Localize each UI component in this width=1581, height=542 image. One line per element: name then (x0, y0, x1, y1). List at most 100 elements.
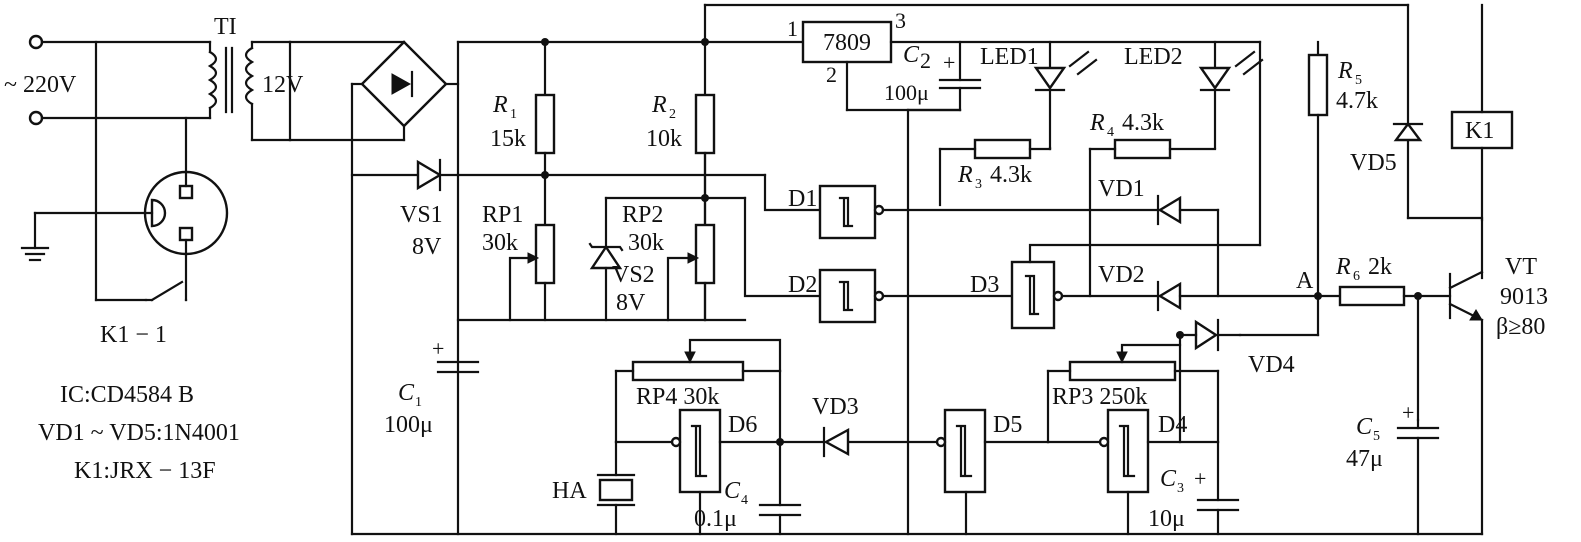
resistor-r6 (1316, 285, 1452, 422)
vd5-label: VD5 (1350, 150, 1397, 176)
note-relay: K1:JRX − 13F (74, 458, 216, 484)
d2-label: D2 (788, 272, 817, 298)
d6-label: D6 (728, 412, 757, 438)
r4-name: R (1089, 110, 1105, 136)
relay-coil-k1 (1406, 3, 1514, 280)
vs2-name: VS2 (612, 262, 655, 288)
r2-name: R (651, 92, 667, 118)
c1-value: 100μ (384, 412, 433, 438)
note-diodes: VD1 ~ VD5:1N4001 (38, 420, 240, 446)
capacitor-c2 (906, 40, 982, 536)
c3-name: C (1160, 466, 1177, 492)
vt-name: VT (1505, 254, 1537, 280)
d4-label: D4 (1158, 412, 1187, 438)
rp1-value: 30k (482, 230, 518, 256)
r6-value: 2k (1368, 254, 1392, 280)
potentiometer-rp4 (614, 338, 782, 507)
rp1-name: RP1 (482, 202, 523, 228)
r1-name: R (492, 92, 508, 118)
r5-sub: 5 (1355, 73, 1362, 88)
c5-sub: 5 (1373, 429, 1380, 444)
note-ic: IC:CD4584 B (60, 382, 194, 408)
led1-label: LED1 (980, 44, 1039, 70)
reg-pin1: 1 (787, 16, 798, 41)
reg-pin3: 3 (895, 8, 906, 33)
gate-d6 (614, 408, 782, 536)
vd4-label: VD4 (1248, 352, 1295, 378)
r2-value: 10k (646, 126, 682, 152)
rp2-name: RP2 (622, 202, 663, 228)
resistor-r5 (1307, 40, 1329, 337)
resistor-r3 (938, 138, 1052, 207)
c5-plus: + (1402, 400, 1414, 425)
d1-label: D1 (788, 186, 817, 212)
resistor-r4 (1088, 138, 1217, 298)
vt-beta: β≥80 (1496, 314, 1545, 340)
r3-sub: 3 (975, 177, 982, 192)
resistor-r2 (694, 93, 716, 227)
transformer (207, 40, 292, 142)
ha-label: HA (552, 478, 587, 504)
led2-label: LED2 (1124, 44, 1183, 70)
c2-plus: + (943, 50, 955, 75)
gate-d3 (1010, 243, 1262, 330)
relay-contact-k1-1 (144, 280, 188, 302)
relay-contact-label: K1 − 1 (100, 322, 167, 348)
rp3-label: RP3 250k (1052, 384, 1147, 410)
r5-name: R (1337, 58, 1353, 84)
diode-vd1 (1156, 194, 1220, 298)
gate-d2 (818, 268, 1014, 324)
d3-label: D3 (970, 272, 999, 298)
vd3-label: VD3 (812, 394, 859, 420)
resistor-r1 (534, 38, 556, 227)
rp4-label: RP4 30k (636, 384, 719, 410)
r4-value: 4.3k (1122, 110, 1164, 136)
c4-value: 0.1μ (694, 506, 737, 532)
potentiometer-rp3 (1046, 343, 1220, 444)
capacitor-c1 (436, 360, 480, 374)
secondary-label: 12V (262, 72, 304, 98)
c3-plus: + (1194, 466, 1206, 491)
c3-value: 10μ (1148, 506, 1185, 532)
c2-value: 100μ (884, 80, 929, 105)
mains-label: ~ 220V (4, 72, 77, 98)
r1-value: 15k (490, 126, 526, 152)
bridge-rectifier (288, 40, 460, 536)
k1-label: K1 (1465, 118, 1494, 144)
r2-sub: 2 (669, 107, 676, 122)
c4-name: C (724, 478, 741, 504)
mains-input (28, 34, 212, 302)
c5-name: C (1356, 414, 1373, 440)
potentiometer-rp2 (666, 223, 716, 322)
node-a-label: A (1296, 268, 1314, 294)
gate-d4 (1046, 408, 1220, 536)
diode-vd4 (1176, 318, 1320, 444)
diode-vd3 (776, 426, 939, 458)
r6-sub: 6 (1353, 269, 1360, 284)
r3-value: 4.3k (990, 162, 1032, 188)
positive-rail (456, 3, 1410, 536)
transistor-vt (1448, 270, 1484, 536)
vt-type: 9013 (1500, 284, 1548, 310)
c5-value: 47μ (1346, 446, 1383, 472)
zener-vs1 (350, 158, 822, 212)
c1-sub: 1 (415, 395, 422, 410)
c2-sub: 2 (920, 48, 931, 73)
diode-vd2 (1156, 280, 1320, 312)
r4-sub: 4 (1107, 125, 1114, 140)
capacitor-c4 (758, 503, 802, 536)
vs1-name: VS1 (400, 202, 443, 228)
transformer-label: TI (214, 14, 237, 40)
reg-pin2: 2 (826, 62, 837, 87)
power-socket (20, 170, 229, 302)
r5-value: 4.7k (1336, 88, 1378, 114)
vd1-label: VD1 (1098, 176, 1145, 202)
gate-d1 (818, 184, 1162, 240)
r1-sub: 1 (510, 107, 517, 122)
diode-vd5 (1392, 122, 1424, 142)
c3-sub: 3 (1177, 481, 1184, 496)
r6-name: R (1335, 254, 1351, 280)
potentiometer-rp1 (508, 223, 556, 322)
